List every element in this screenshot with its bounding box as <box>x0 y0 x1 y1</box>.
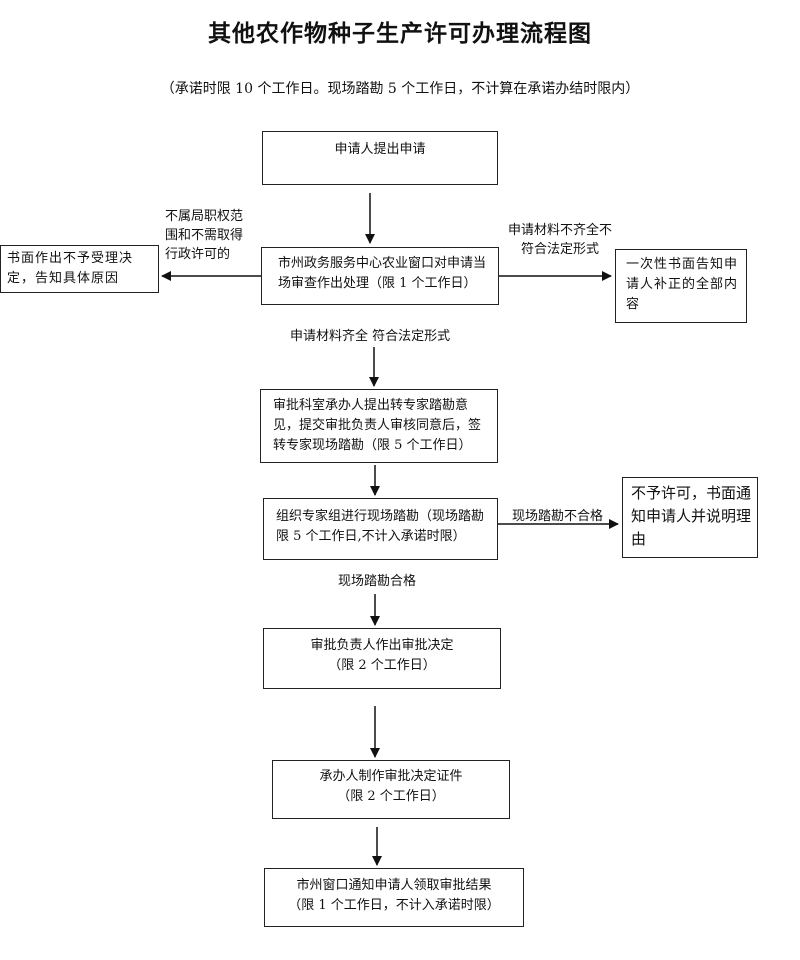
step-apply-box: 申请人提出申请 <box>262 131 498 185</box>
reject-notice-text: 书面作出不予受理决定，告知具体原因 <box>7 251 134 286</box>
step-decision-time: （限 2 个工作日） <box>328 658 436 673</box>
page-subtitle: （承诺时限 10 个工作日。现场踏勘 5 个工作日，不计算在承诺办结时限内） <box>160 81 640 97</box>
step-decision-title: 审批负责人作出审批决定 <box>310 638 454 653</box>
step-apply-text: 申请人提出申请 <box>334 142 426 157</box>
label-out-of-scope: 不属局职权范围和不需取得行政许可的 <box>165 209 244 262</box>
step-site-survey-box: 组织专家组进行现场踏勘（现场踏勘限 5 个工作日,不计入承诺时限） <box>263 498 498 560</box>
step-review-text: 市州政务服务中心农业窗口对申请当场审查作出处理（限 1 个工作日） <box>278 256 487 291</box>
step-decision-box: 审批负责人作出审批决定 （限 2 个工作日） <box>263 628 501 689</box>
page-title: 其他农作物种子生产许可办理流程图 <box>208 21 592 47</box>
supplement-notice-text: 一次性书面告知申请人补正的全部内容 <box>626 257 739 312</box>
supplement-notice-box: 一次性书面告知申请人补正的全部内容 <box>615 249 747 323</box>
step-notify-title: 市州窗口通知申请人领取审批结果 <box>296 878 492 893</box>
label-incomplete: 申请材料不齐全不符合法定形式 <box>507 223 612 257</box>
step-certificate-title: 承办人制作审批决定证件 <box>319 769 463 784</box>
label-complete: 申请材料齐全 符合法定形式 <box>290 329 451 344</box>
step-certificate-box: 承办人制作审批决定证件 （限 2 个工作日） <box>272 760 510 819</box>
step-review-box: 市州政务服务中心农业窗口对申请当场审查作出处理（限 1 个工作日） <box>261 247 499 305</box>
label-survey-pass: 现场踏勘合格 <box>338 574 417 589</box>
step-expert-transfer-text: 审批科室承办人提出转专家踏勘意见，提交审批负责人审核同意后，签转专家现场踏勘（限… <box>273 398 482 453</box>
step-notify-time: （限 1 个工作日，不计入承诺时限） <box>288 898 500 913</box>
step-notify-box: 市州窗口通知申请人领取审批结果 （限 1 个工作日，不计入承诺时限） <box>264 868 524 927</box>
deny-permit-text: 不予许可，书面通知申请人并说明理由 <box>631 484 752 548</box>
step-certificate-time: （限 2 个工作日） <box>337 789 445 804</box>
label-survey-fail: 现场踏勘不合格 <box>512 509 604 524</box>
reject-notice-box: 书面作出不予受理决定，告知具体原因 <box>0 245 159 293</box>
step-site-survey-text: 组织专家组进行现场踏勘（现场踏勘限 5 个工作日,不计入承诺时限） <box>276 509 485 544</box>
deny-permit-box: 不予许可，书面通知申请人并说明理由 <box>622 477 758 558</box>
step-expert-transfer-box: 审批科室承办人提出转专家踏勘意见，提交审批负责人审核同意后，签转专家现场踏勘（限… <box>260 389 498 463</box>
